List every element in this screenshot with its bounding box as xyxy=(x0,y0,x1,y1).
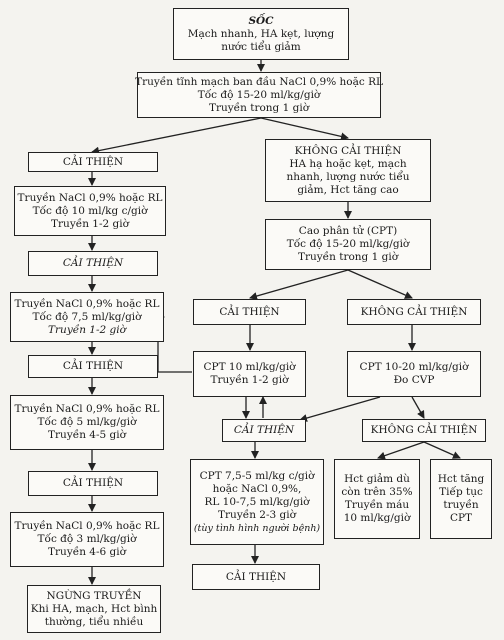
soc-box: SỐC Mạch nhanh, HA kẹt, lượng nước tiểu … xyxy=(173,8,349,60)
left-step-2-line-2: Tốc độ 7,5 ml/kg/giờ xyxy=(32,310,142,323)
improve-box-4: CẢI THIỆN xyxy=(28,471,158,496)
left-step-3-line-2: Tốc độ 5 ml/kg/giờ xyxy=(37,416,137,428)
improve-mid-box: CẢI THIỆN xyxy=(222,419,306,442)
improve-box-1: CẢI THIỆN xyxy=(28,152,158,172)
left-step-3-box: Truyền NaCl 0,9% hoặc RL Tốc độ 5 ml/kg/… xyxy=(10,395,164,450)
left-step-3-line-3: Truyền 4-5 giờ xyxy=(48,429,126,441)
cpt-mix-line-3: RL 10-7,5 ml/kg/giờ xyxy=(204,495,310,508)
left-step-2-line-3: Truyền 1-2 giờ xyxy=(48,323,126,336)
initial-infusion-box: Truyền tĩnh mạch ban đầu NaCl 0,9% hoặc … xyxy=(135,72,383,118)
hct-drop-line-4: 10 ml/kg/giờ xyxy=(343,512,411,524)
hct-drop-line-3: Truyền máu xyxy=(344,499,410,511)
left-step-2-line-1: Truyền NaCl 0,9% hoặc RL xyxy=(14,297,160,310)
hct-rise-line-2: Tiếp tục xyxy=(439,486,483,498)
hct-rise-line-4: CPT xyxy=(449,512,473,524)
left-step-2-box: Truyền NaCl 0,9% hoặc RL Tốc độ 7,5 ml/k… xyxy=(10,292,164,342)
no-improve-1-line-3: giảm, Hct tăng cao xyxy=(297,183,399,196)
stop-title: NGỪNG TRUYỀN xyxy=(46,589,142,602)
arrow-cpt1-to-improve-cpt xyxy=(249,269,349,300)
cpt-10-20-box: CPT 10-20 ml/kg/giờ Đo CVP xyxy=(347,351,481,397)
hct-drop-box: Hct giảm dù còn trên 35% Truyền máu 10 m… xyxy=(334,459,420,539)
cpt-mix-line-5: (tùy tình hình người bệnh) xyxy=(193,522,321,534)
cpt-10-line-2: Truyền 1-2 giờ xyxy=(210,374,289,386)
improve-1-label: CẢI THIỆN xyxy=(62,155,124,168)
no-improve-1-line-2: nhanh, lượng nước tiểu xyxy=(286,170,410,183)
cpt-mix-line-2: hoặc NaCl 0,9%, xyxy=(212,482,302,495)
cpt-mix-box: CPT 7,5-5 ml/kg c/giờ hoặc NaCl 0,9%, RL… xyxy=(190,459,324,545)
soc-line-2: nước tiểu giảm xyxy=(221,40,301,53)
cpt-1-line-3: Truyền trong 1 giờ xyxy=(297,251,399,263)
cpt-10-20-line-2: Đo CVP xyxy=(393,374,435,386)
left-step-4-line-3: Truyền 4-6 giờ xyxy=(48,546,126,558)
improve-3-label: CẢI THIỆN xyxy=(62,360,124,372)
left-step-1-line-3: Truyền 1-2 giờ xyxy=(51,217,129,230)
improve-2-label: CẢI THIỆN xyxy=(62,257,124,269)
no-improve-mid-box: KHÔNG CẢI THIỆN xyxy=(362,419,486,442)
cpt-10-20-line-1: CPT 10-20 ml/kg/giờ xyxy=(359,361,469,373)
left-step-1-line-1: Truyền NaCl 0,9% hoặc RL xyxy=(17,191,163,204)
cpt-1-line-1: Cao phân tử (CPT) xyxy=(298,225,398,237)
no-improve-mid-label: KHÔNG CẢI THIỆN xyxy=(370,424,478,436)
cpt-1-line-2: Tốc độ 15-20 ml/kg/giờ xyxy=(286,238,410,250)
no-improve-1-line-1: HA hạ hoặc kẹt, mạch xyxy=(289,157,407,170)
improve-cpt-label: CẢI THIỆN xyxy=(219,305,280,318)
left-step-1-box: Truyền NaCl 0,9% hoặc RL Tốc độ 10 ml/kg… xyxy=(14,186,166,236)
soc-title: SỐC xyxy=(248,14,274,27)
cpt-mix-line-1: CPT 7,5-5 ml/kg c/giờ xyxy=(199,469,315,482)
improve-box-3: CẢI THIỆN xyxy=(28,355,158,378)
arrow-no-improve-mid-to-hct-drop xyxy=(377,441,425,460)
no-improve-1-title: KHÔNG CẢI THIỆN xyxy=(294,144,402,157)
improve-final-box: CẢI THIỆN xyxy=(192,564,320,590)
stop-infusion-box: NGỪNG TRUYỀN Khi HA, mạch, Hct bình thườ… xyxy=(27,585,161,633)
cpt-10-box: CPT 10 ml/kg/giờ Truyền 1-2 giờ xyxy=(193,351,306,397)
left-step-3-line-1: Truyền NaCl 0,9% hoặc RL xyxy=(14,403,160,415)
hct-rise-line-3: truyền xyxy=(443,499,479,511)
hct-drop-line-1: Hct giảm dù xyxy=(344,473,410,485)
arrow-cpt10-20-to-no-improve-mid xyxy=(411,396,425,419)
improve-4-label: CẢI THIỆN xyxy=(62,477,124,489)
cpt-mix-line-4: Truyền 2-3 giờ xyxy=(218,508,296,521)
cpt-10-line-1: CPT 10 ml/kg/giờ xyxy=(203,361,296,373)
stop-line-1: Khi HA, mạch, Hct bình xyxy=(30,602,158,615)
arrow-no-improve-mid-to-hct-rise xyxy=(423,441,461,459)
soc-line-1: Mạch nhanh, HA kẹt, lượng xyxy=(187,27,335,40)
arrow-cpt10-20-to-improve-mid xyxy=(299,396,381,422)
arrow-cpt1-to-no-improve-cpt xyxy=(347,269,413,299)
initial-line-3: Truyền trong 1 giờ xyxy=(208,101,310,114)
hct-rise-box: Hct tăng Tiếp tục truyền CPT xyxy=(430,459,492,539)
hct-drop-line-2: còn trên 35% xyxy=(341,486,413,498)
left-step-1-line-2: Tốc độ 10 ml/kg c/giờ xyxy=(32,204,148,217)
improve-final-label: CẢI THIỆN xyxy=(225,570,287,583)
initial-line-2: Tốc độ 15-20 ml/kg/giờ xyxy=(197,88,321,101)
left-step-4-line-2: Tốc độ 3 ml/kg/giờ xyxy=(37,533,137,545)
left-step-4-line-1: Truyền NaCl 0,9% hoặc RL xyxy=(14,520,160,532)
improve-mid-label: CẢI THIỆN xyxy=(233,424,295,436)
arrow-initial-to-no-improve1 xyxy=(260,117,349,141)
left-step-4-box: Truyền NaCl 0,9% hoặc RL Tốc độ 3 ml/kg/… xyxy=(10,512,164,567)
arrow-initial-to-improve1 xyxy=(91,117,262,155)
improve-cpt-box: CẢI THIỆN xyxy=(193,299,306,325)
no-improve-cpt-box: KHÔNG CẢI THIỆN xyxy=(347,299,481,325)
stop-line-2: thường, tiểu nhiều xyxy=(44,615,144,628)
no-improve-box-1: KHÔNG CẢI THIỆN HA hạ hoặc kẹt, mạch nha… xyxy=(265,139,431,202)
no-improve-cpt-label: KHÔNG CẢI THIỆN xyxy=(360,305,468,318)
hct-rise-line-1: Hct tăng xyxy=(437,473,485,485)
initial-line-1: Truyền tĩnh mạch ban đầu NaCl 0,9% hoặc … xyxy=(135,75,383,88)
cpt-1-box: Cao phân tử (CPT) Tốc độ 15-20 ml/kg/giờ… xyxy=(265,219,431,270)
improve-box-2: CẢI THIỆN xyxy=(28,251,158,276)
